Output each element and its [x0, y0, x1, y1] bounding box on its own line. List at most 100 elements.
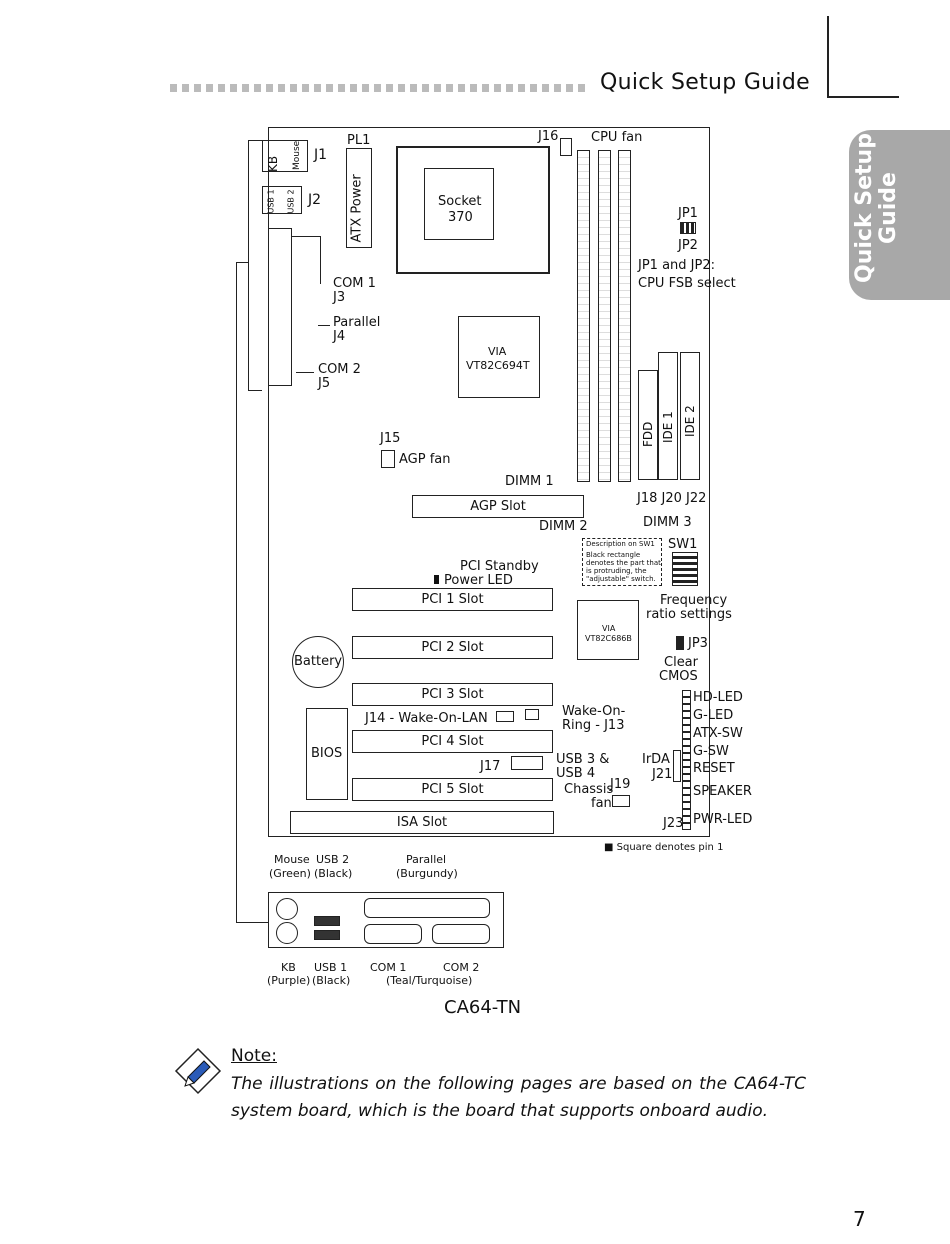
sw-desc-3: denotes the part that — [586, 559, 661, 567]
sw1-label: SW1 — [668, 537, 698, 552]
bp-mouse-label: Mouse — [274, 853, 310, 866]
ide1-label: IDE 1 — [661, 411, 675, 443]
com2-leader — [296, 372, 314, 373]
j15-label: J15 — [380, 431, 401, 446]
j23-label: J23 — [663, 816, 684, 831]
agp-slot: AGP Slot — [412, 495, 584, 518]
irda-header — [673, 750, 681, 782]
pci-standby-label: PCI Standby — [460, 559, 539, 574]
clear-cmos-label-2: CMOS — [659, 669, 698, 684]
usb1-label: USB 1 — [266, 189, 276, 214]
corner-rule-h — [827, 96, 899, 98]
jp3-jumper — [676, 636, 684, 650]
sw-desc-4: is protruding, the — [586, 567, 647, 575]
standby-led-icon — [434, 575, 439, 584]
pci3-slot: PCI 3 Slot — [352, 683, 553, 706]
wake-on-ring-label-1: Wake-On- — [562, 704, 626, 719]
jp1-jumper — [680, 222, 696, 234]
via1-label-2: VT82C694T — [466, 359, 530, 372]
sw1-description-box — [582, 538, 662, 586]
parallel-port-icon — [364, 898, 490, 918]
agp-fan-connector — [381, 450, 395, 468]
irda-label: IrDA — [642, 752, 670, 767]
speaker-label: SPEAKER — [693, 784, 752, 799]
sw-desc-1: Description on SW1 — [586, 540, 655, 548]
ide2-connector — [680, 352, 700, 480]
dimm1-slot — [577, 150, 590, 482]
socket-inner — [424, 168, 494, 240]
ide2-label: IDE 2 — [683, 405, 697, 437]
reset-label: RESET — [693, 761, 735, 776]
pin-note: ■ Square denotes pin 1 — [604, 842, 724, 853]
j17-label: J17 — [480, 759, 501, 774]
isa-slot: ISA Slot — [290, 811, 554, 834]
freq-label-2: ratio settings — [646, 607, 732, 622]
dimm3-slot — [618, 150, 631, 482]
pci4-slot: PCI 4 Slot — [352, 730, 553, 753]
agp-fan-label: AGP fan — [399, 452, 451, 467]
bios-chip — [306, 708, 348, 800]
jp1-label: JP1 — [678, 206, 698, 221]
bracket-bottom — [236, 922, 268, 923]
usb2-port-icon — [314, 916, 340, 926]
cpu-socket — [396, 146, 550, 274]
via2-label-2: VT82C686B — [585, 634, 632, 643]
clear-cmos-label-1: Clear — [664, 655, 698, 670]
kb-label: KB — [266, 155, 280, 172]
bp-usb2-label: USB 2 — [316, 853, 350, 866]
bp-com-color: (Teal/Turquoise) — [386, 974, 473, 987]
mouse-label: Mouse — [292, 140, 302, 170]
pci1-slot: PCI 1 Slot — [352, 588, 553, 611]
j21-label: J21 — [652, 767, 673, 782]
atx-power-label: ATX Power — [349, 174, 365, 243]
motherboard-outline — [268, 127, 710, 837]
jp-note-1: JP1 and JP2: — [638, 258, 715, 273]
dimm1-label: DIMM 1 — [505, 474, 554, 489]
bracket-inner-top — [248, 140, 262, 141]
jp-note-2: CPU FSB select — [638, 276, 736, 291]
fdd-connector — [638, 370, 658, 480]
bp-parallel-color: (Burgundy) — [396, 867, 458, 880]
dimm3-label: DIMM 3 — [643, 515, 692, 530]
jp2-label: JP2 — [678, 238, 698, 253]
note-pencil-icon — [174, 1047, 222, 1095]
ide1-connector — [658, 352, 678, 480]
com1-label: COM 1 — [333, 276, 376, 291]
parallel-leader — [318, 325, 330, 326]
side-tab — [849, 130, 950, 300]
corner-rule — [827, 16, 829, 98]
power-led-label: Power LED — [444, 573, 513, 588]
chassis-fan-connector — [612, 795, 630, 807]
bp-kb-label: KB — [281, 961, 296, 974]
cpu-fan-connector — [560, 138, 572, 156]
bracket-top — [236, 262, 248, 263]
g-led-label: G-LED — [693, 708, 734, 723]
com1-leader — [292, 236, 320, 237]
sw-desc-2: Black rectangle — [586, 551, 641, 559]
back-panel-outline — [268, 892, 504, 948]
via1-label-1: VIA — [488, 345, 507, 358]
j16-label: J16 — [538, 129, 559, 144]
io-connector-stack — [268, 228, 292, 386]
note-text: The illustrations on the following pages… — [231, 1074, 806, 1121]
usb1-port-icon — [314, 930, 340, 940]
bracket-inner — [248, 140, 249, 390]
usb2-label: USB 2 — [286, 189, 296, 214]
j2-label: J2 — [308, 192, 322, 208]
jp3-label: JP3 — [688, 636, 708, 651]
bp-usb2-color: (Black) — [314, 867, 353, 880]
sw1-switch — [672, 552, 698, 586]
bp-kb-color: (Purple) — [267, 974, 311, 987]
header-dots — [170, 84, 590, 92]
front-panel-header — [682, 690, 691, 830]
mouse-port-icon — [276, 898, 298, 920]
note-title: Note: — [231, 1046, 277, 1066]
wake-on-ring-label-2: Ring - J13 — [562, 718, 625, 733]
bracket-line — [236, 262, 237, 922]
southbridge-chip — [577, 600, 639, 660]
bios-label: BIOS — [311, 746, 343, 761]
bp-usb1-label: USB 1 — [314, 961, 348, 974]
pci2-slot: PCI 2 Slot — [352, 636, 553, 659]
usb34-header — [511, 756, 543, 770]
pl1-label: PL1 — [347, 133, 371, 148]
